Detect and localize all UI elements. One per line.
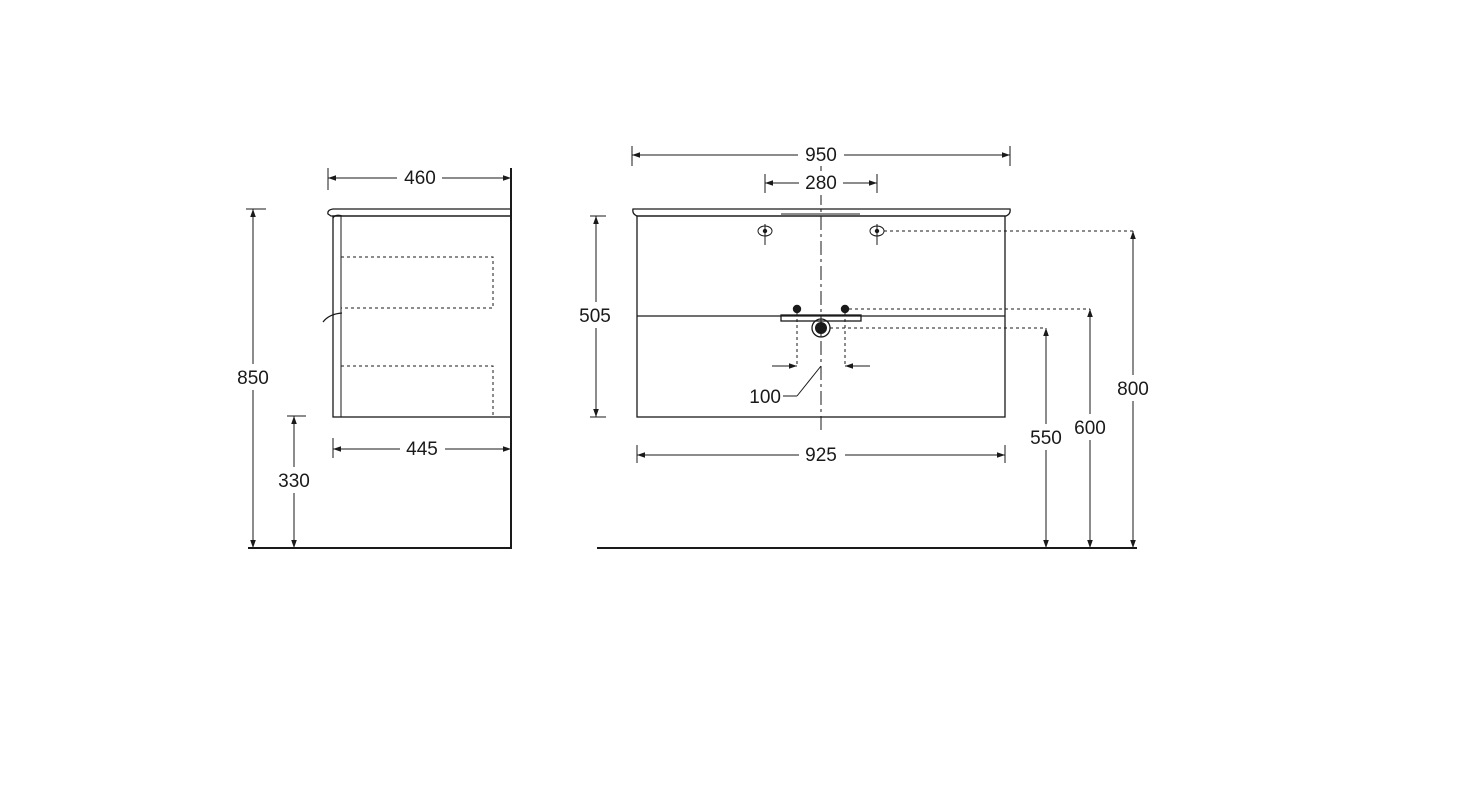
side-cabinet-body [332, 215, 512, 418]
side-handle-top [332, 214, 343, 219]
side-drawer-upper [340, 256, 494, 309]
side-drawer-lower [340, 365, 494, 418]
supply-point-left-icon [792, 304, 802, 314]
dim-800: 800 [1112, 231, 1154, 548]
dim-label-800: 800 [1117, 379, 1149, 400]
dim-label-445: 445 [406, 439, 438, 460]
dim-label-600: 600 [1074, 418, 1106, 439]
faucet-hole-left-icon [757, 224, 773, 245]
side-view: 460 445 850 330 [232, 165, 512, 549]
dim-label-950: 950 [805, 145, 837, 166]
dim-label-925: 925 [805, 445, 837, 466]
dim-505: 505 [574, 215, 618, 418]
dim-950: 950 [631, 142, 1011, 166]
dim-925: 925 [636, 443, 1006, 467]
dim-460: 460 [327, 165, 511, 190]
side-countertop [327, 208, 511, 217]
dim-label-850: 850 [237, 368, 269, 389]
dim-850: 850 [232, 208, 274, 548]
dim-100: 100 [749, 363, 870, 408]
dim-280: 280 [764, 171, 878, 195]
dim-label-280: 280 [805, 173, 837, 194]
dim-label-460: 460 [404, 168, 436, 189]
dim-label-505: 505 [579, 306, 611, 327]
front-countertop [632, 208, 1011, 217]
dim-100-leader [796, 365, 822, 397]
front-view: 100 950 280 505 [574, 142, 1154, 549]
faucet-hole-right-icon [869, 224, 885, 245]
dim-label-100: 100 [749, 387, 781, 408]
dim-label-330: 330 [278, 471, 310, 492]
side-handle-middle [322, 312, 343, 323]
dim-label-550: 550 [1030, 428, 1062, 449]
dim-445: 445 [332, 437, 511, 461]
supply-point-right-icon [840, 304, 850, 314]
dim-600: 600 [1069, 309, 1111, 548]
dim-550: 550 [1025, 328, 1067, 548]
dim-330: 330 [273, 415, 315, 548]
